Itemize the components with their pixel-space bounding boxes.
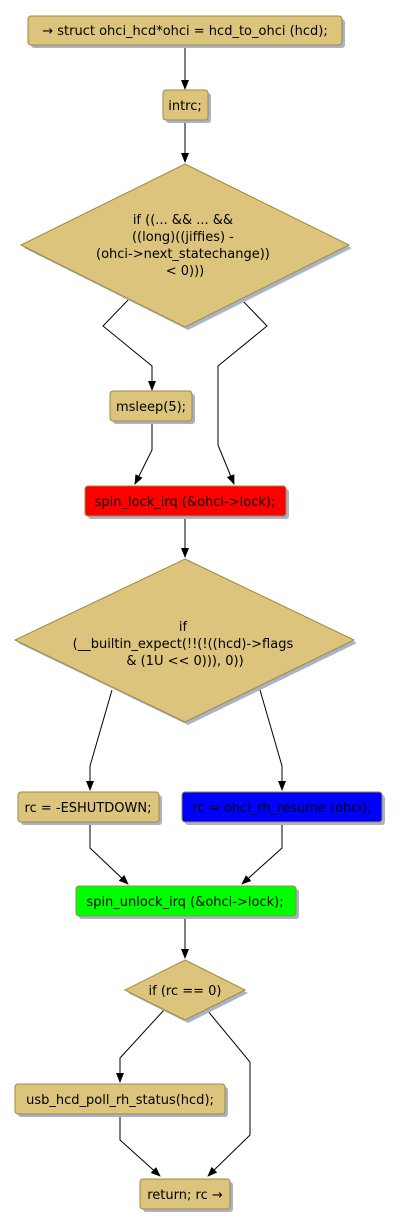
node-intrc: intrc; <box>162 89 211 123</box>
node-end-box <box>139 1178 231 1210</box>
node-spin-unlock-box <box>75 885 297 917</box>
node-poll: usb_hcd_poll_rh_status(hcd); <box>14 1083 228 1117</box>
node-cond3-diamond <box>123 959 247 1021</box>
node-end: return; rc → <box>139 1178 233 1212</box>
node-shutdown-box <box>17 791 160 823</box>
node-spin-lock-box <box>84 485 287 517</box>
node-spin-lock: spin_lock_irq (&ohci->lock); <box>84 485 289 519</box>
node-cond1-line-2: ((long)((jiffies) - <box>132 230 234 245</box>
node-resume-box <box>181 791 383 823</box>
edge-cond3-poll <box>116 1009 165 1083</box>
node-resume: rc = ohci_rh_resume (ohci); <box>181 791 385 825</box>
edge-cond2-shutdown <box>86 689 113 791</box>
edge-resume-spinunlock <box>241 822 283 885</box>
node-cond1: if ((... && ... && ((long)((jiffies) - (… <box>19 163 352 330</box>
node-spin-unlock: spin_unlock_irq (&ohci->lock); <box>75 885 299 919</box>
node-msleep: msleep(5); <box>109 390 195 424</box>
node-shutdown-label: rc = -ESHUTDOWN; <box>25 801 152 816</box>
node-cond2-line-3: & (1U << 0))), 0)) <box>126 654 243 669</box>
node-poll-box <box>14 1083 226 1115</box>
node-cond2-line-1: if <box>179 620 188 635</box>
edge-shutdown-spinunlock <box>89 822 129 885</box>
edge-msleep-spinlock <box>134 422 153 485</box>
edge-cond1-msleep <box>102 297 156 391</box>
node-start: → struct ohci_hcd*ohci = hcd_to_ohci (hc… <box>27 15 345 48</box>
node-cond3: if (rc == 0) <box>123 959 248 1023</box>
node-msleep-box <box>109 390 193 422</box>
node-start-label: → struct ohci_hcd*ohci = hcd_to_ohci (hc… <box>42 24 328 39</box>
node-spin-lock-label: spin_lock_irq (&ohci->lock); <box>95 495 276 510</box>
node-spin-unlock-label: spin_unlock_irq (&ohci->lock); <box>86 895 283 910</box>
node-msleep-label: msleep(5); <box>116 400 186 415</box>
node-cond2: if (__builtin_expect(!!(!((hcd)->flags &… <box>13 558 357 725</box>
edge-cond2-resume <box>259 689 286 791</box>
node-cond2-diamond <box>13 558 356 723</box>
node-cond1-line-4: < 0))) <box>166 264 205 279</box>
node-poll-label: usb_hcd_poll_rh_status(hcd); <box>26 1093 214 1108</box>
node-shutdown: rc = -ESHUTDOWN; <box>17 791 162 825</box>
node-cond1-diamond <box>19 163 351 328</box>
node-start-box <box>27 15 343 46</box>
edge-poll-end <box>119 1114 161 1177</box>
node-resume-label: rc = ohci_rh_resume (ohci); <box>192 801 371 816</box>
node-cond3-label: if (rc == 0) <box>149 984 222 999</box>
edge-cond1-spinlock <box>217 297 268 485</box>
node-intrc-box <box>162 89 209 121</box>
nodes: → struct ohci_hcd*ohci = hcd_to_ohci (hc… <box>13 15 385 1212</box>
edges <box>86 46 286 1177</box>
node-cond1-line-3: (ohci->next_statechange)) <box>96 247 270 262</box>
node-cond1-line-1: if ((... && ... && <box>133 213 233 228</box>
node-cond1-label: if ((... && ... && ((long)((jiffies) - (… <box>96 213 274 279</box>
node-cond2-line-2: (__builtin_expect(!!(!((hcd)->flags <box>73 637 294 652</box>
node-cond2-label: if (__builtin_expect(!!(!((hcd)->flags &… <box>73 620 298 669</box>
edge-cond3-end <box>206 1009 251 1177</box>
node-end-label: return; rc → <box>147 1188 223 1203</box>
node-intrc-label: intrc; <box>168 99 202 114</box>
